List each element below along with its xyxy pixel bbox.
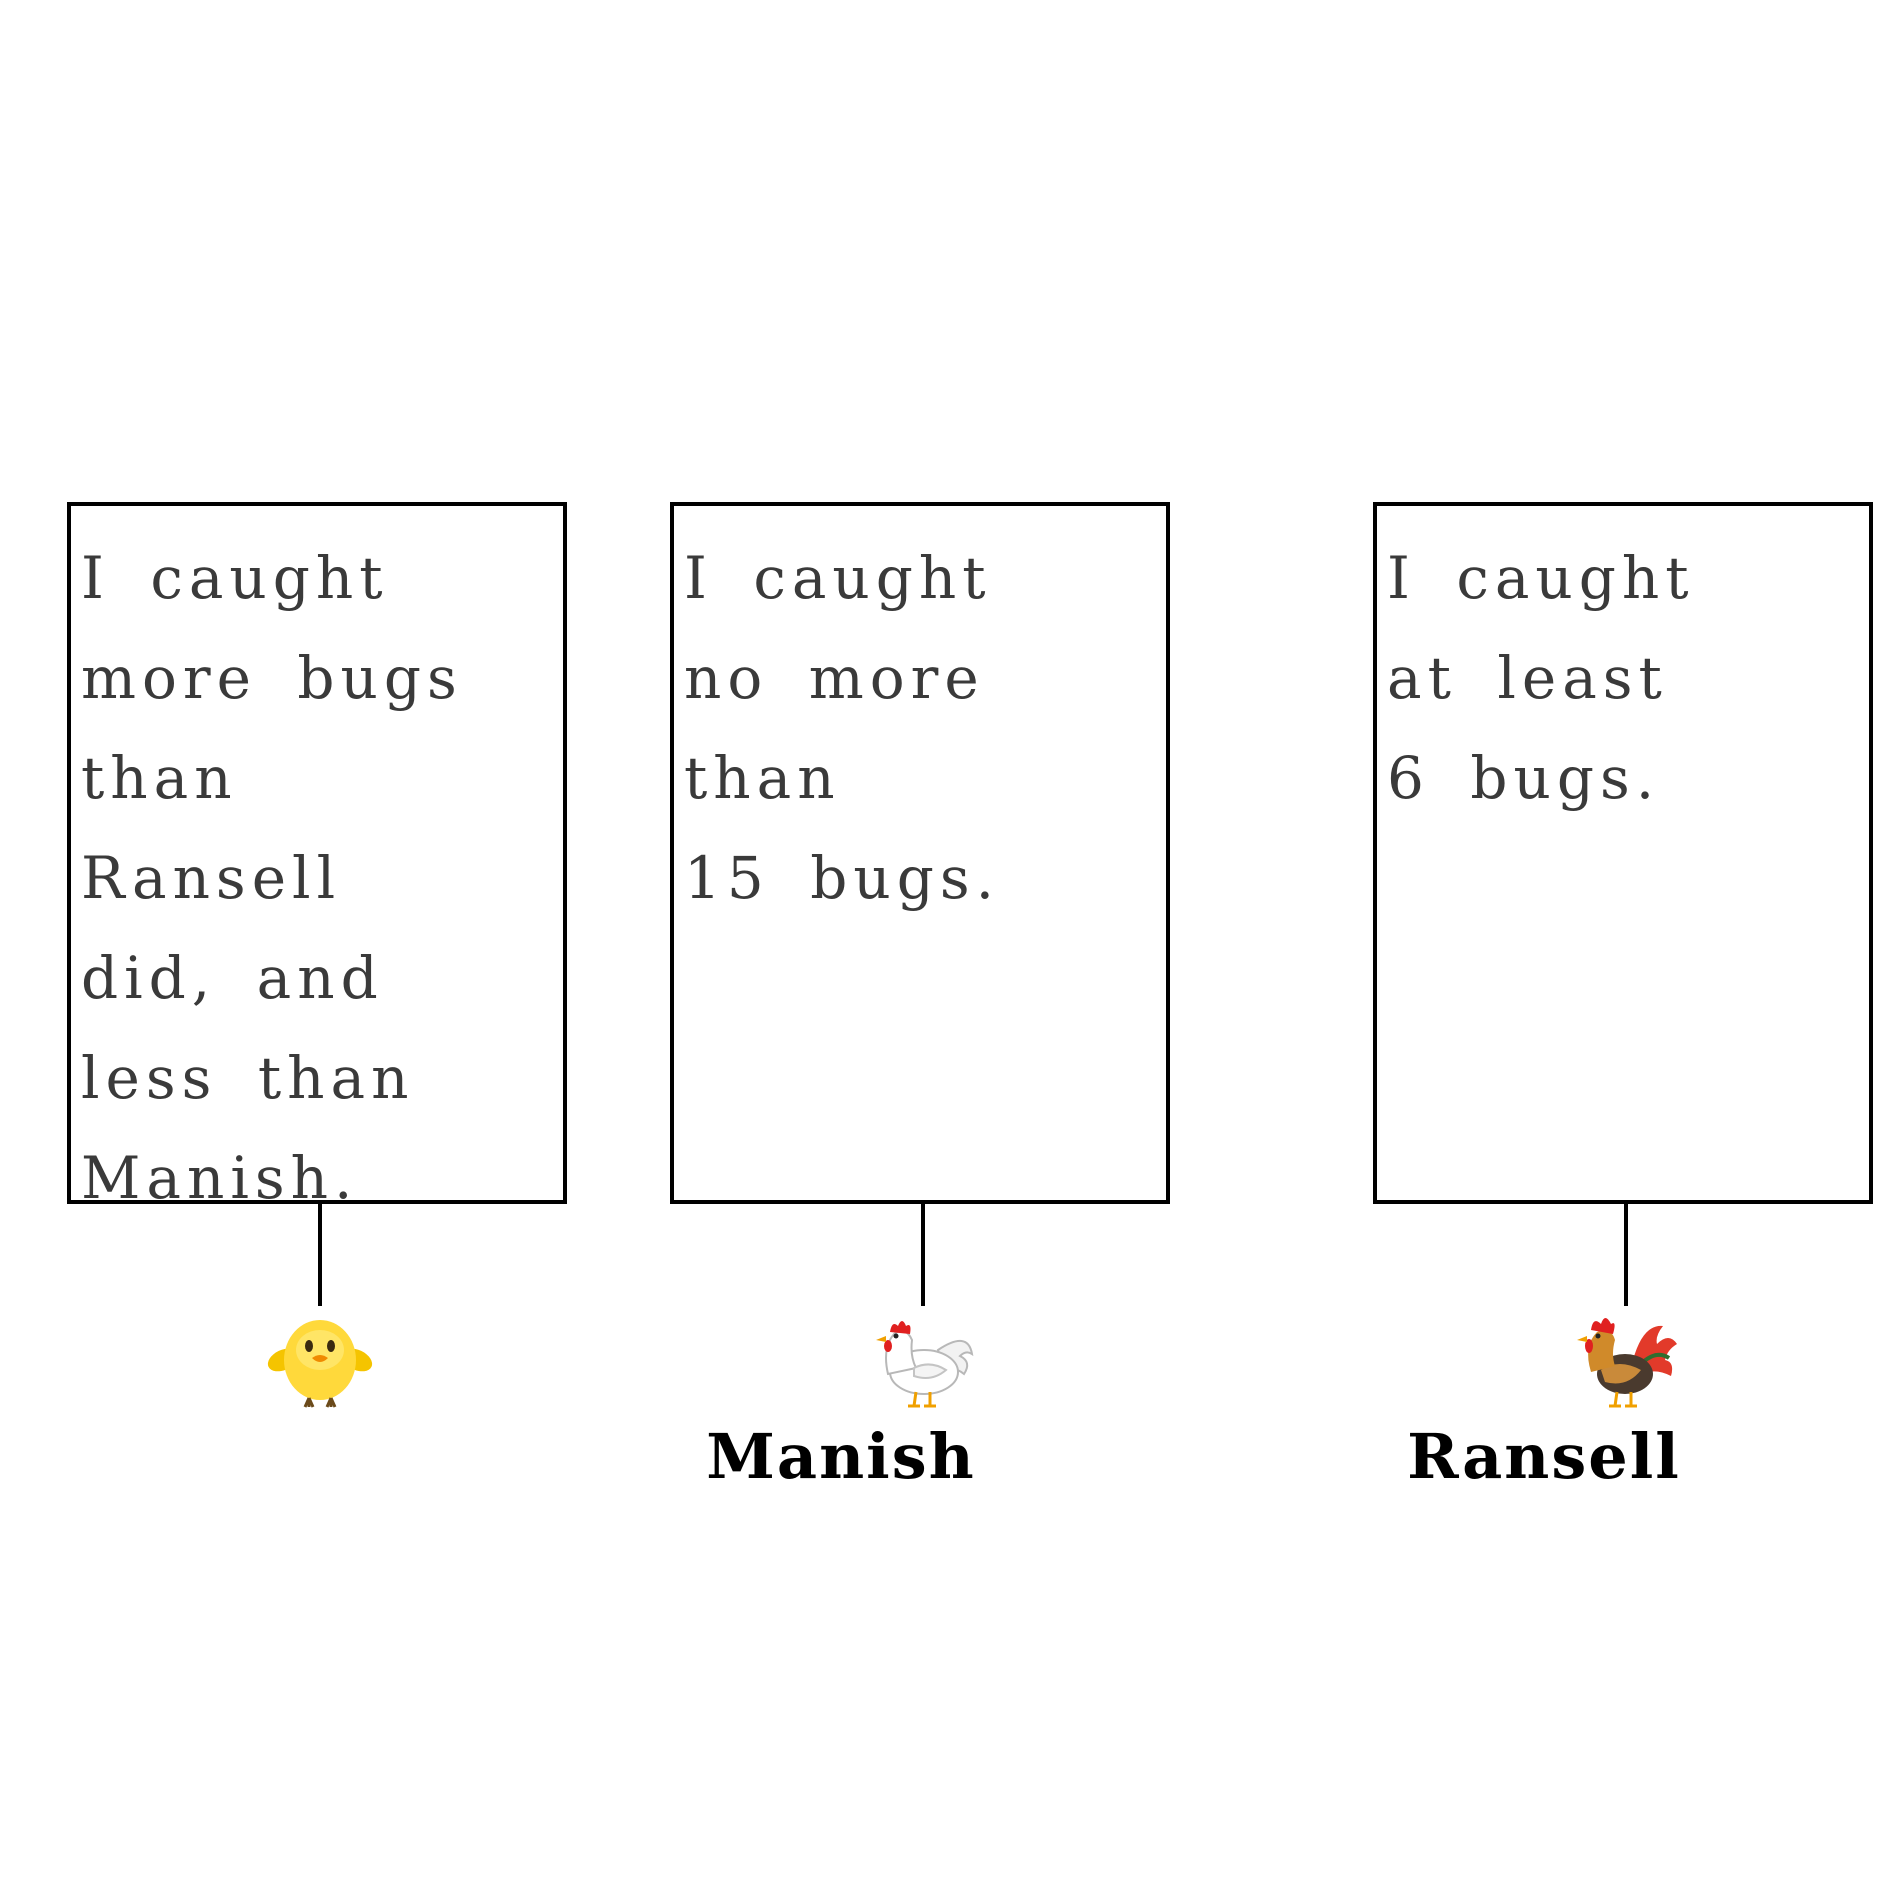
hen-icon bbox=[876, 1321, 974, 1408]
character-name-manish: Manish bbox=[706, 1420, 976, 1493]
sign-board-ransell: I caught at least 6 bugs. bbox=[1373, 502, 1873, 1204]
sign-post bbox=[318, 1204, 322, 1306]
sign-board-chick: I caught more bugs than Ransell did, and… bbox=[67, 502, 567, 1212]
rooster-icon bbox=[1577, 1318, 1677, 1408]
sign-board-manish: I caught no more than 15 bugs. bbox=[670, 502, 1170, 1204]
sign-post bbox=[921, 1204, 925, 1306]
sign-post bbox=[1624, 1204, 1628, 1306]
sign-text: I caught more bugs than Ransell did, and… bbox=[81, 544, 463, 1212]
chick-icon bbox=[267, 1320, 373, 1408]
character-name-ransell: Ransell bbox=[1407, 1420, 1681, 1493]
sign-text: I caught at least 6 bugs. bbox=[1387, 544, 1695, 812]
sign-text: I caught no more than 15 bugs. bbox=[684, 544, 1001, 912]
